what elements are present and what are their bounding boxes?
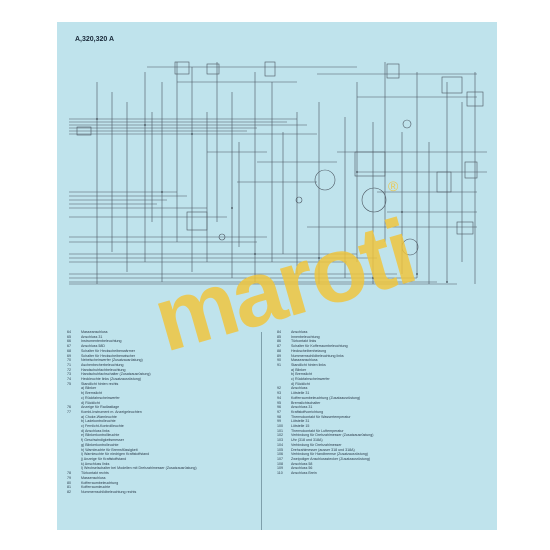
watermark: maroti ® [143, 178, 424, 382]
legend-item: a) Choke-Warnleuchte [81, 414, 117, 419]
legend-item: d) Rücklicht [291, 381, 310, 386]
legend-item: h) Warnleuchte für Bremsflüssigkeit [81, 447, 138, 452]
legend-item: c) Rückfahrscheinwerfer [291, 377, 330, 382]
legend-item: b) Ladekontrolleuchte [81, 419, 116, 424]
diagram-title: A,320,320 A [75, 36, 115, 43]
diagram-sheet: A,320,320 A [57, 22, 497, 530]
wiring-diagram [69, 61, 487, 285]
legend-item: b) Bremslicht [81, 391, 102, 396]
legend-item: d) Anschluss links [81, 428, 110, 433]
legend-item: c) Fernlicht-Kontrollleuchte [81, 424, 124, 429]
legend-item: c) Rückfahrscheinwerfer [81, 395, 120, 400]
legend-item: e) Blinkerkontrollleuchte [81, 433, 120, 438]
legend-item: j) Anzeige für Kraftstoffstand [81, 456, 127, 461]
legend-item: d) Rücklicht [81, 400, 100, 405]
legend-item: g) Blinkerkontrolleuchte [81, 442, 119, 447]
legend-divider [261, 332, 262, 530]
legend-item: b) Bremslicht [291, 372, 312, 377]
watermark-text: maroti [142, 200, 424, 372]
legend-item: i) Warnleuchte für niedrigen Kraftstoffs… [81, 452, 150, 457]
legend-item: a) Blinker [291, 367, 307, 372]
registered-mark: ® [388, 178, 399, 194]
legend-item: k) Anschluss links [81, 461, 110, 466]
legend-item: f) Geschwindigkeitsmesser [81, 438, 124, 443]
legend-item: a) Blinker [81, 386, 97, 391]
legend-item: l) Wechselschalter bei Modellen mit Dreh… [81, 466, 197, 471]
